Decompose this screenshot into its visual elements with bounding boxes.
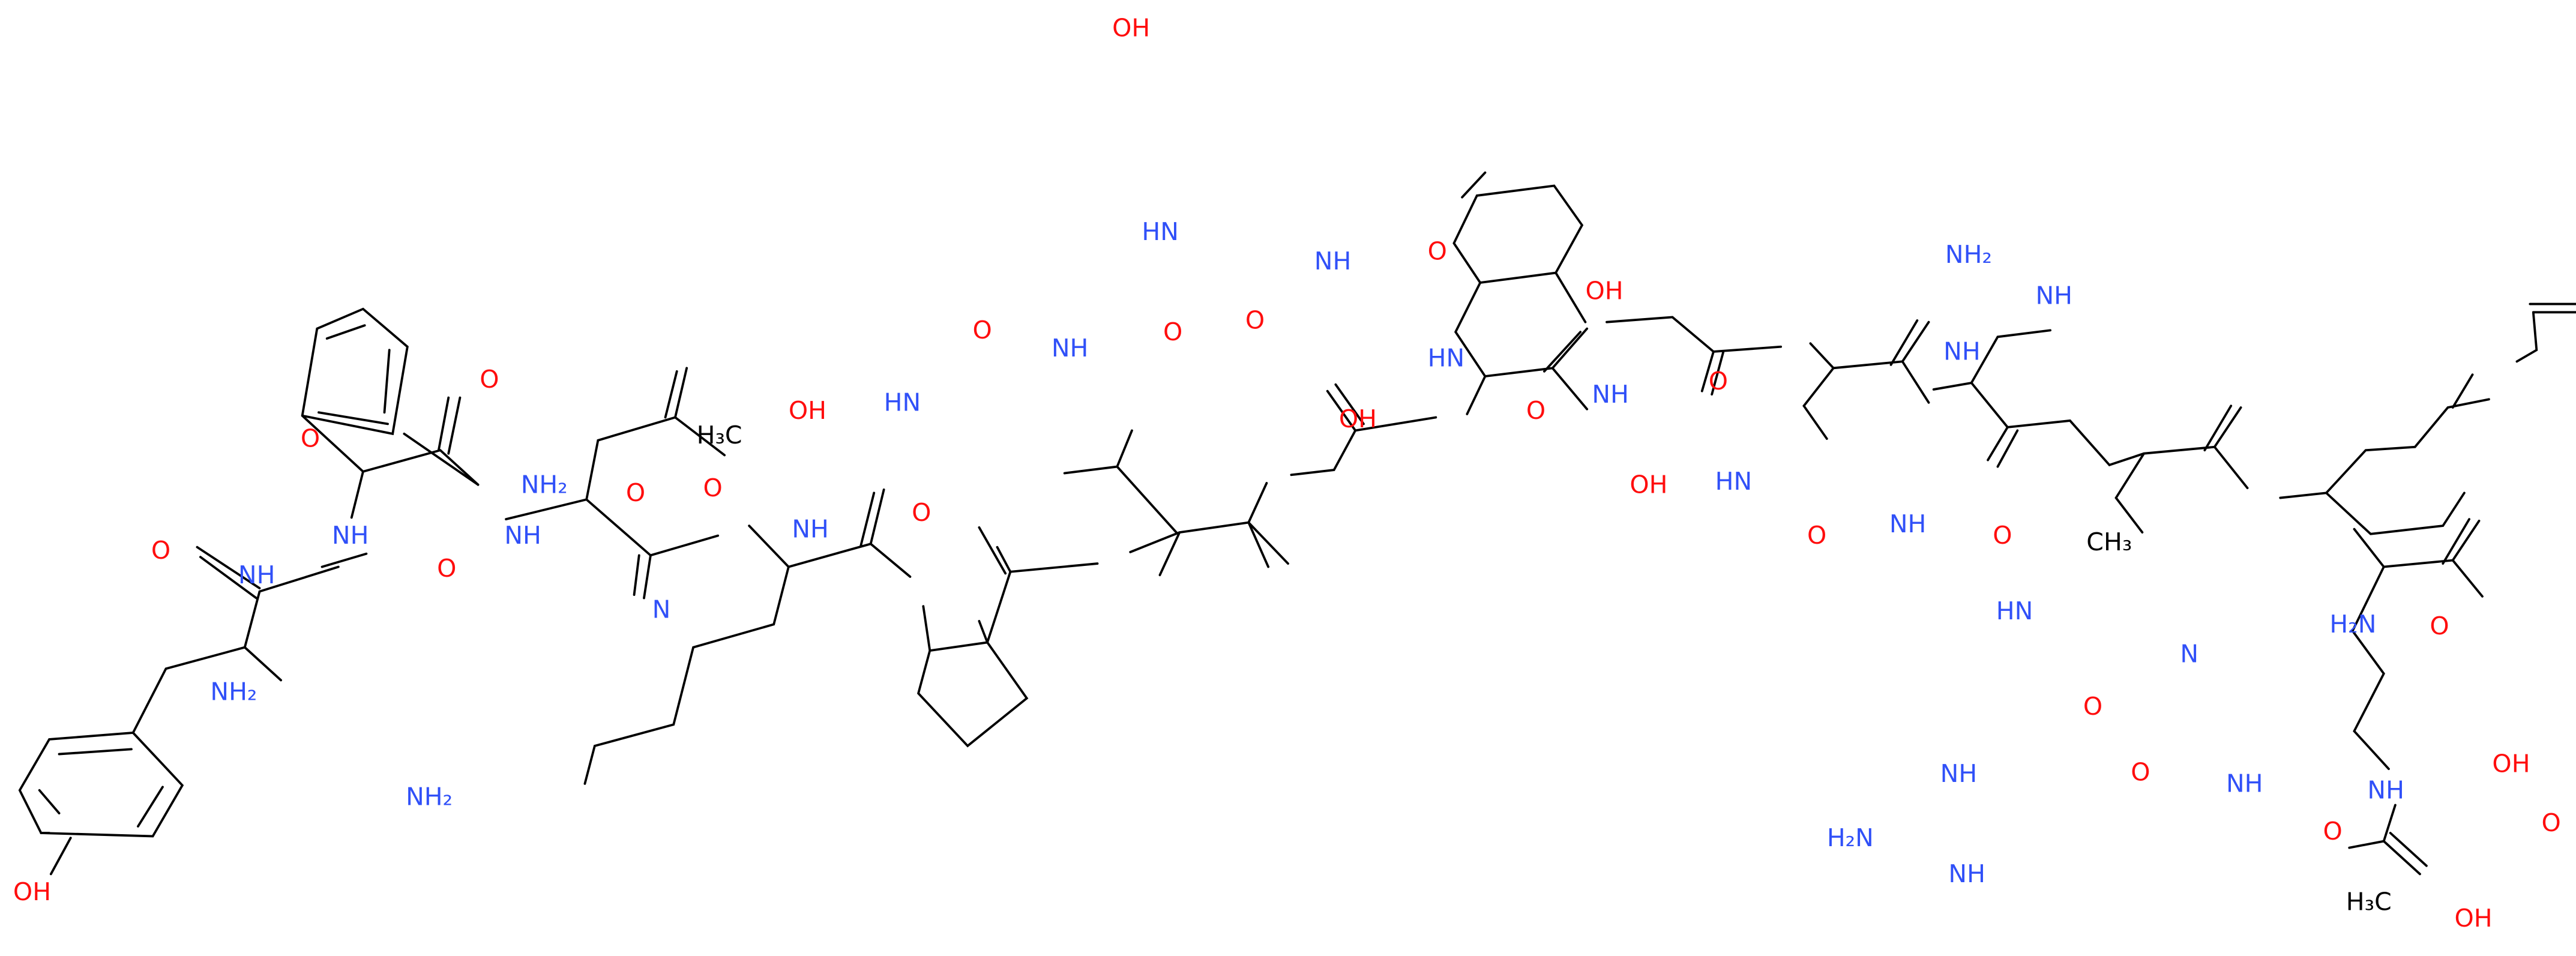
oxygen-label: O (437, 554, 456, 583)
nitrogen-label: NH (2367, 776, 2404, 805)
oxygen-label: O (2131, 757, 2150, 786)
oxygen-label: O (2083, 692, 2102, 721)
nitrogen-label: NH₂ (406, 782, 453, 811)
nitrogen-label: HN (1142, 217, 1179, 246)
atom-labels: OHNH₂ONHONHONH₂ONHONH₂NONHH₃COHOHNONHOOH… (13, 13, 2561, 933)
nitrogen-label: NH₂ (1945, 240, 1992, 269)
nitrogen-label: NH₂ (521, 470, 568, 499)
oxygen-label: OH (2454, 904, 2492, 933)
nitrogen-label: H₂N (1827, 823, 1874, 852)
oxygen-label: O (151, 536, 170, 565)
oxygen-label: O (2323, 817, 2342, 846)
carbon-label: CH₃ (2086, 528, 2132, 556)
carbon-label: H₃C (697, 421, 742, 449)
nitrogen-label: NH (2035, 281, 2072, 310)
oxygen-label: O (480, 365, 499, 394)
oxygen-label: OH (1630, 470, 1667, 499)
nitrogen-label: H₂N (2329, 610, 2376, 639)
oxygen-label: OH (1339, 404, 1377, 433)
oxygen-label: O (1526, 396, 1545, 425)
nitrogen-label: NH (2226, 769, 2263, 798)
nitrogen-label: NH₂ (210, 677, 257, 706)
nitrogen-label: NH (1592, 380, 1629, 409)
oxygen-label: O (1245, 306, 1265, 335)
bond-lines (18, 171, 2576, 876)
oxygen-label: O (972, 316, 992, 344)
nitrogen-label: N (2180, 639, 2198, 668)
oxygen-label: OH (789, 396, 826, 425)
nitrogen-label: HN (1996, 597, 2033, 625)
oxygen-label: O (912, 498, 931, 527)
oxygen-label: O (1807, 521, 1826, 550)
oxygen-label: O (1428, 237, 1447, 266)
oxygen-label: O (626, 478, 645, 507)
oxygen-label: O (2430, 612, 2449, 640)
nitrogen-label: NH (1943, 337, 1981, 366)
oxygen-label: O (1993, 521, 2012, 550)
oxygen-label: O (2542, 808, 2561, 837)
nitrogen-label: NH (238, 561, 275, 589)
oxygen-label: O (1163, 317, 1182, 346)
oxygen-label: O (301, 424, 320, 453)
nitrogen-label: NH (332, 521, 369, 550)
nitrogen-label: NH (1052, 334, 1089, 362)
nitrogen-label: NH (792, 514, 829, 543)
oxygen-label: OH (13, 877, 51, 906)
nitrogen-label: HN (1428, 344, 1465, 373)
nitrogen-label: NH (504, 521, 541, 550)
nitrogen-label: NH (1889, 510, 1927, 538)
oxygen-label: OH (1112, 13, 1150, 42)
nitrogen-label: HN (1715, 467, 1753, 496)
nitrogen-label: NH (1940, 759, 1978, 788)
nitrogen-label: HN (884, 388, 921, 417)
oxygen-label: OH (2492, 750, 2530, 778)
nitrogen-label: NH (1314, 247, 1352, 275)
nitrogen-label: NH (1948, 859, 1985, 888)
oxygen-label: OH (1585, 276, 1623, 305)
oxygen-label: O (703, 473, 723, 502)
nitrogen-label: N (652, 595, 671, 624)
carbon-label: H₃C (2346, 888, 2392, 916)
oxygen-label: O (1709, 367, 1728, 395)
